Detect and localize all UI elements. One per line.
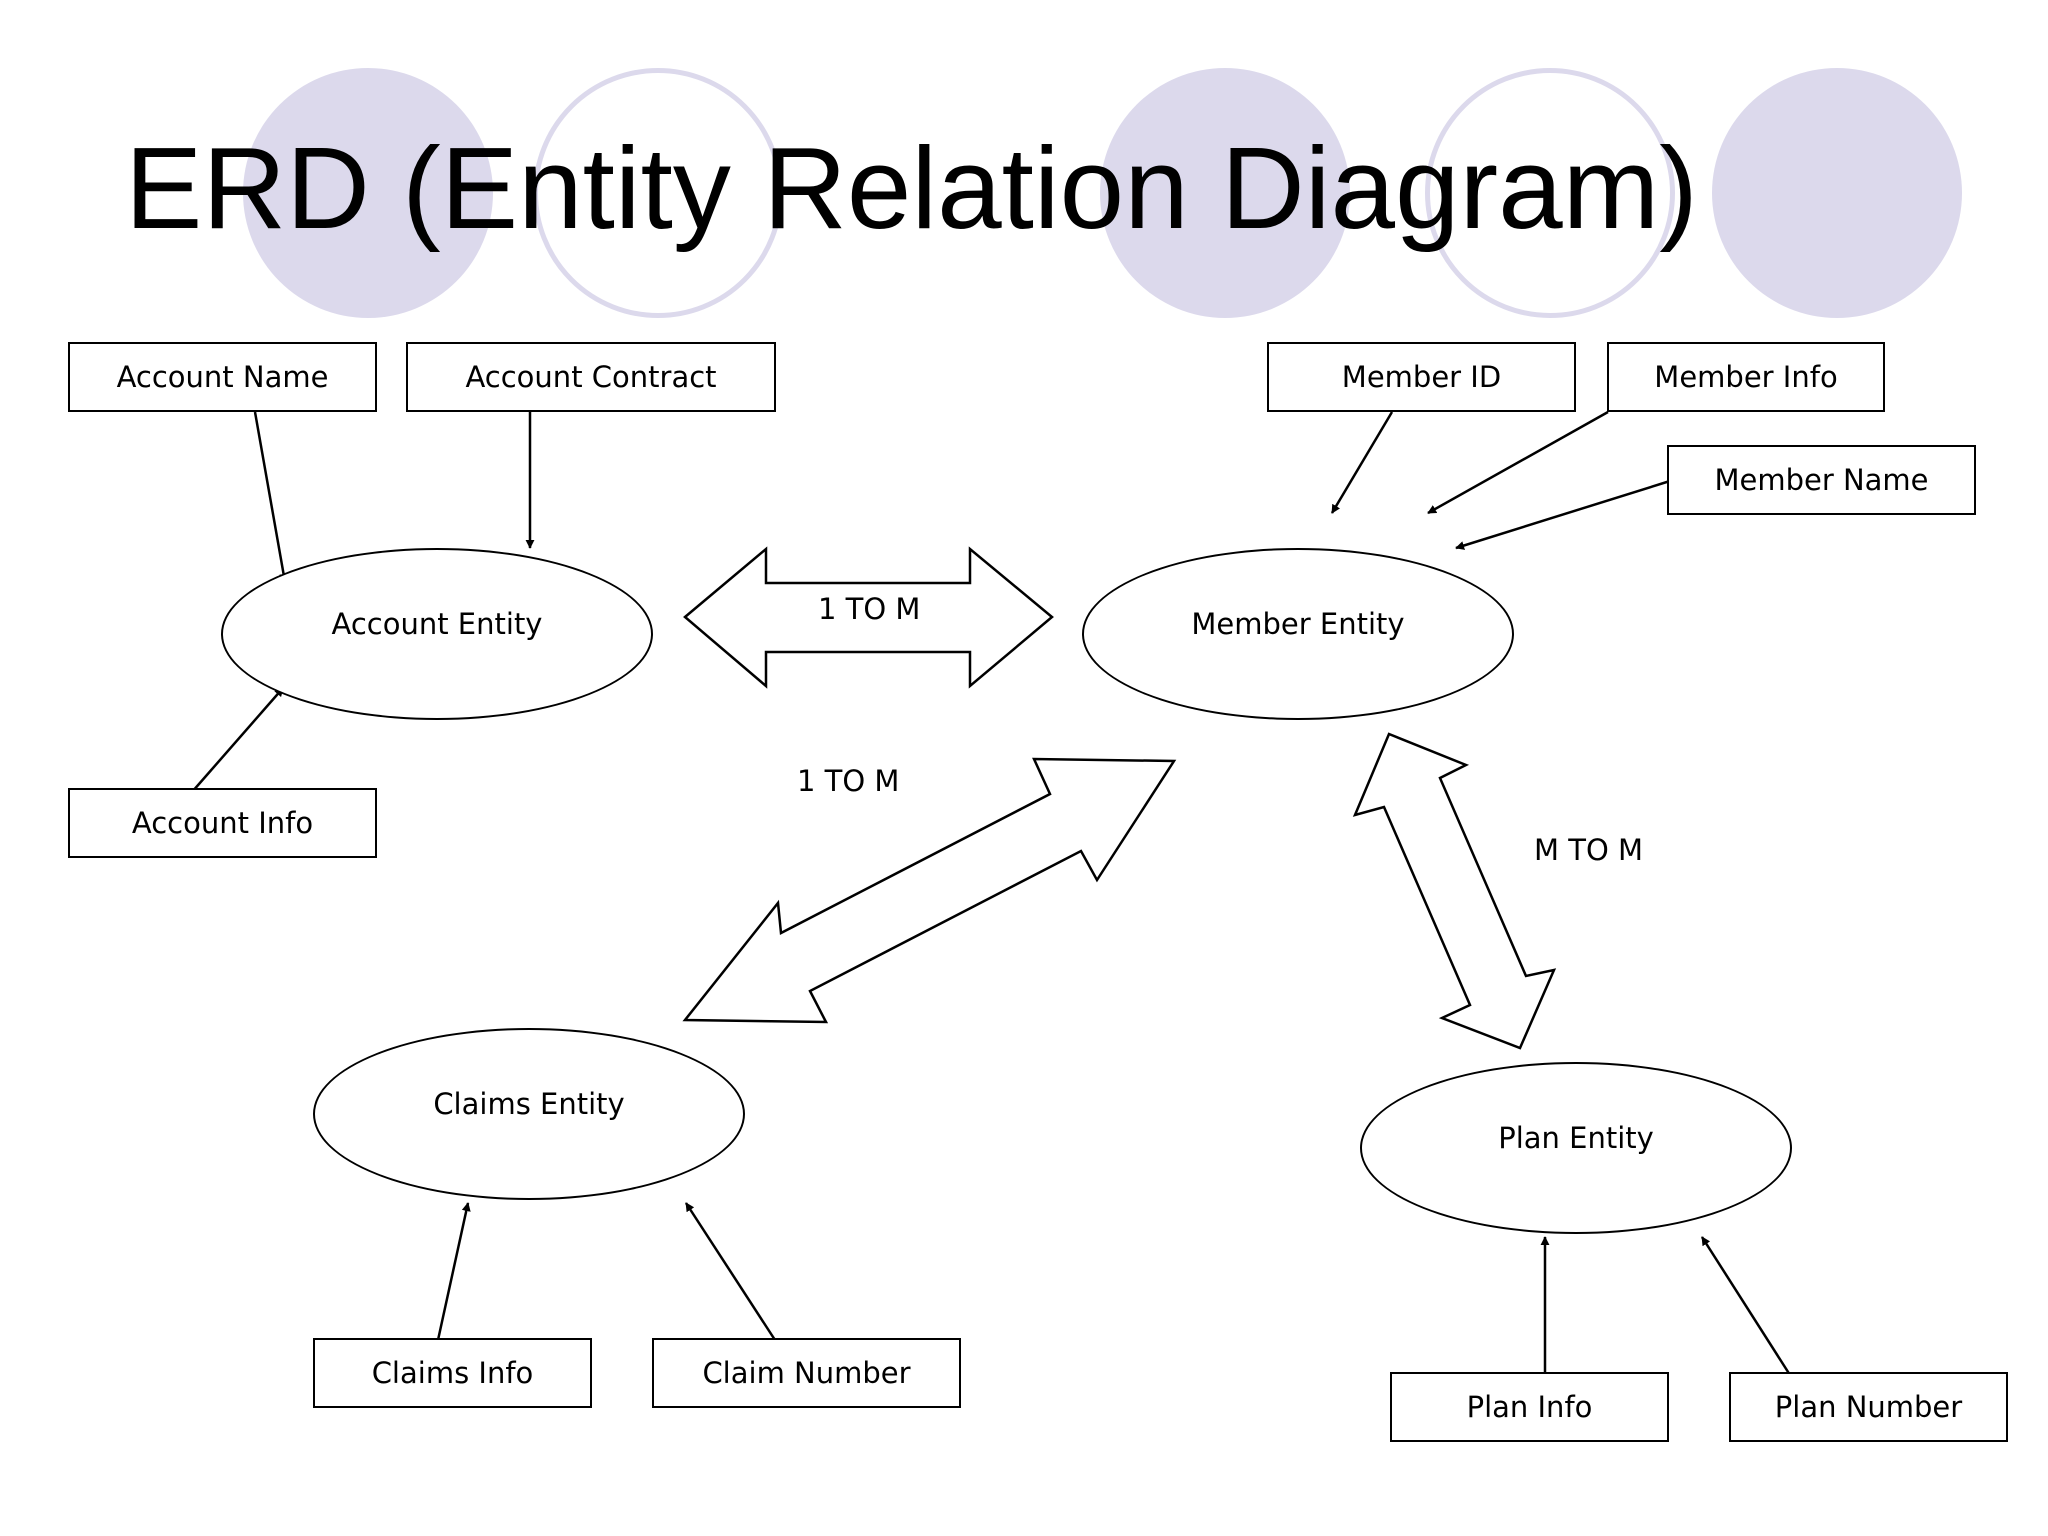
attribute-plan-number: Plan Number (1729, 1372, 2008, 1442)
decorative-ring (533, 68, 783, 318)
relationship-arrow-member-claims (682, 757, 1177, 1024)
entity-member: Member Entity (1082, 548, 1514, 720)
connector-member-id (1330, 411, 1394, 514)
relationship-label-member-claims: 1 TO M (797, 764, 900, 798)
attribute-account-info: Account Info (68, 788, 377, 858)
attribute-member-info: Member Info (1607, 342, 1885, 412)
connector-member-name (1455, 479, 1671, 550)
attribute-account-name: Account Name (68, 342, 377, 412)
connector-plan-number (1700, 1236, 1792, 1376)
attribute-claim-number: Claim Number (652, 1338, 961, 1408)
entity-member-label: Member Entity (1191, 607, 1405, 641)
relationship-label-member-plan: M TO M (1534, 833, 1644, 867)
entity-claims: Claims Entity (313, 1028, 745, 1200)
connector-account-name (253, 411, 289, 583)
attribute-member-id: Member ID (1267, 342, 1576, 412)
decorative-ring (1425, 68, 1675, 318)
decorative-circle (1712, 68, 1962, 318)
entity-plan: Plan Entity (1360, 1062, 1792, 1234)
connector-member-info (1427, 410, 1609, 515)
decorative-circle (243, 68, 493, 318)
connector-account-info (191, 687, 284, 793)
attribute-account-contract: Account Contract (406, 342, 776, 412)
attribute-member-name: Member Name (1667, 445, 1976, 515)
connector-claim-number (684, 1202, 777, 1341)
relationship-arrow-member-plan (1352, 732, 1557, 1050)
attribute-plan-info: Plan Info (1390, 1372, 1669, 1442)
entity-account-label: Account Entity (331, 607, 543, 641)
entity-plan-label: Plan Entity (1498, 1121, 1654, 1155)
entity-claims-label: Claims Entity (433, 1087, 625, 1121)
connector-claims-info (436, 1202, 471, 1341)
relationship-arrow-account-member (683, 546, 1054, 689)
relationship-label-account-member: 1 TO M (818, 592, 921, 626)
entity-account: Account Entity (221, 548, 653, 720)
attribute-claims-info: Claims Info (313, 1338, 592, 1408)
decorative-circle (1100, 68, 1350, 318)
page-title: ERD (Entity Relation Diagram) (125, 123, 1698, 253)
